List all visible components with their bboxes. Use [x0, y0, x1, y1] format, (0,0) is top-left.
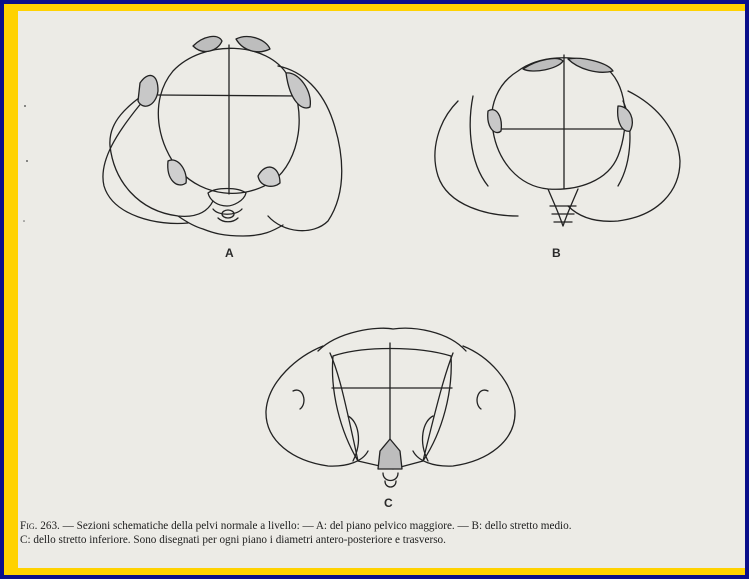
caption-line-1: Fig. 263. — Sezioni schematiche della pe… — [20, 519, 745, 533]
pubic-bone-right-b — [568, 58, 613, 72]
pubic-bone-left-b — [523, 59, 563, 71]
figure-label-a: A — [225, 246, 234, 260]
ischium-right-a — [258, 167, 280, 186]
ischial-ramus-left-c — [330, 353, 358, 461]
scan-speck — [26, 160, 28, 162]
ischial-ramus-right-c — [423, 353, 453, 461]
iliac-wing-right-c — [413, 346, 515, 466]
midplane-oval-b — [492, 58, 625, 189]
acetabulum-right-a — [286, 73, 310, 108]
pelvis-section-c — [266, 328, 515, 487]
acetabulum-right-c — [477, 390, 488, 409]
figure-label-b: B — [552, 246, 561, 260]
acetabulum-left-a — [138, 75, 158, 106]
acetabulum-left-c — [293, 390, 304, 409]
ischial-spine-right-b — [618, 106, 633, 131]
symphysis-arch-c — [318, 328, 466, 351]
scan-speck — [23, 220, 25, 222]
pelvis-section-a — [103, 36, 342, 236]
pelvis-figure — [18, 11, 745, 568]
iliac-wing-left-c — [266, 346, 368, 466]
inner-iliac-left-b — [470, 96, 488, 186]
sacrum-lines-b — [550, 206, 576, 222]
pelvis-section-b — [435, 55, 680, 226]
scan-speck — [24, 105, 26, 107]
coccyx-tip-c2 — [385, 481, 396, 487]
iliac-wing-left-b — [435, 101, 518, 216]
ischium-left-a — [168, 160, 186, 185]
figure-caption: Fig. 263. — Sezioni schematiche della pe… — [20, 519, 745, 547]
figure-label-c: C — [384, 496, 393, 510]
caption-text-1: — Sezioni schematiche della pelvi normal… — [60, 520, 572, 532]
ischial-spine-left-b — [488, 110, 502, 133]
scanned-page: A B C Fig. 263. — Sezioni schematiche de… — [18, 11, 745, 568]
iliac-wing-left-a — [110, 91, 213, 216]
transverse-diameter-a — [158, 95, 302, 96]
coccyx-c — [378, 439, 402, 469]
caption-figure-number: Fig. 263. — [20, 520, 60, 532]
caption-line-2: C: dello stretto inferiore. Sono disegna… — [20, 533, 745, 547]
sacrum-b — [548, 189, 578, 226]
coccyx-tip-c1 — [383, 473, 398, 481]
pelvic-floor-a — [178, 216, 283, 236]
